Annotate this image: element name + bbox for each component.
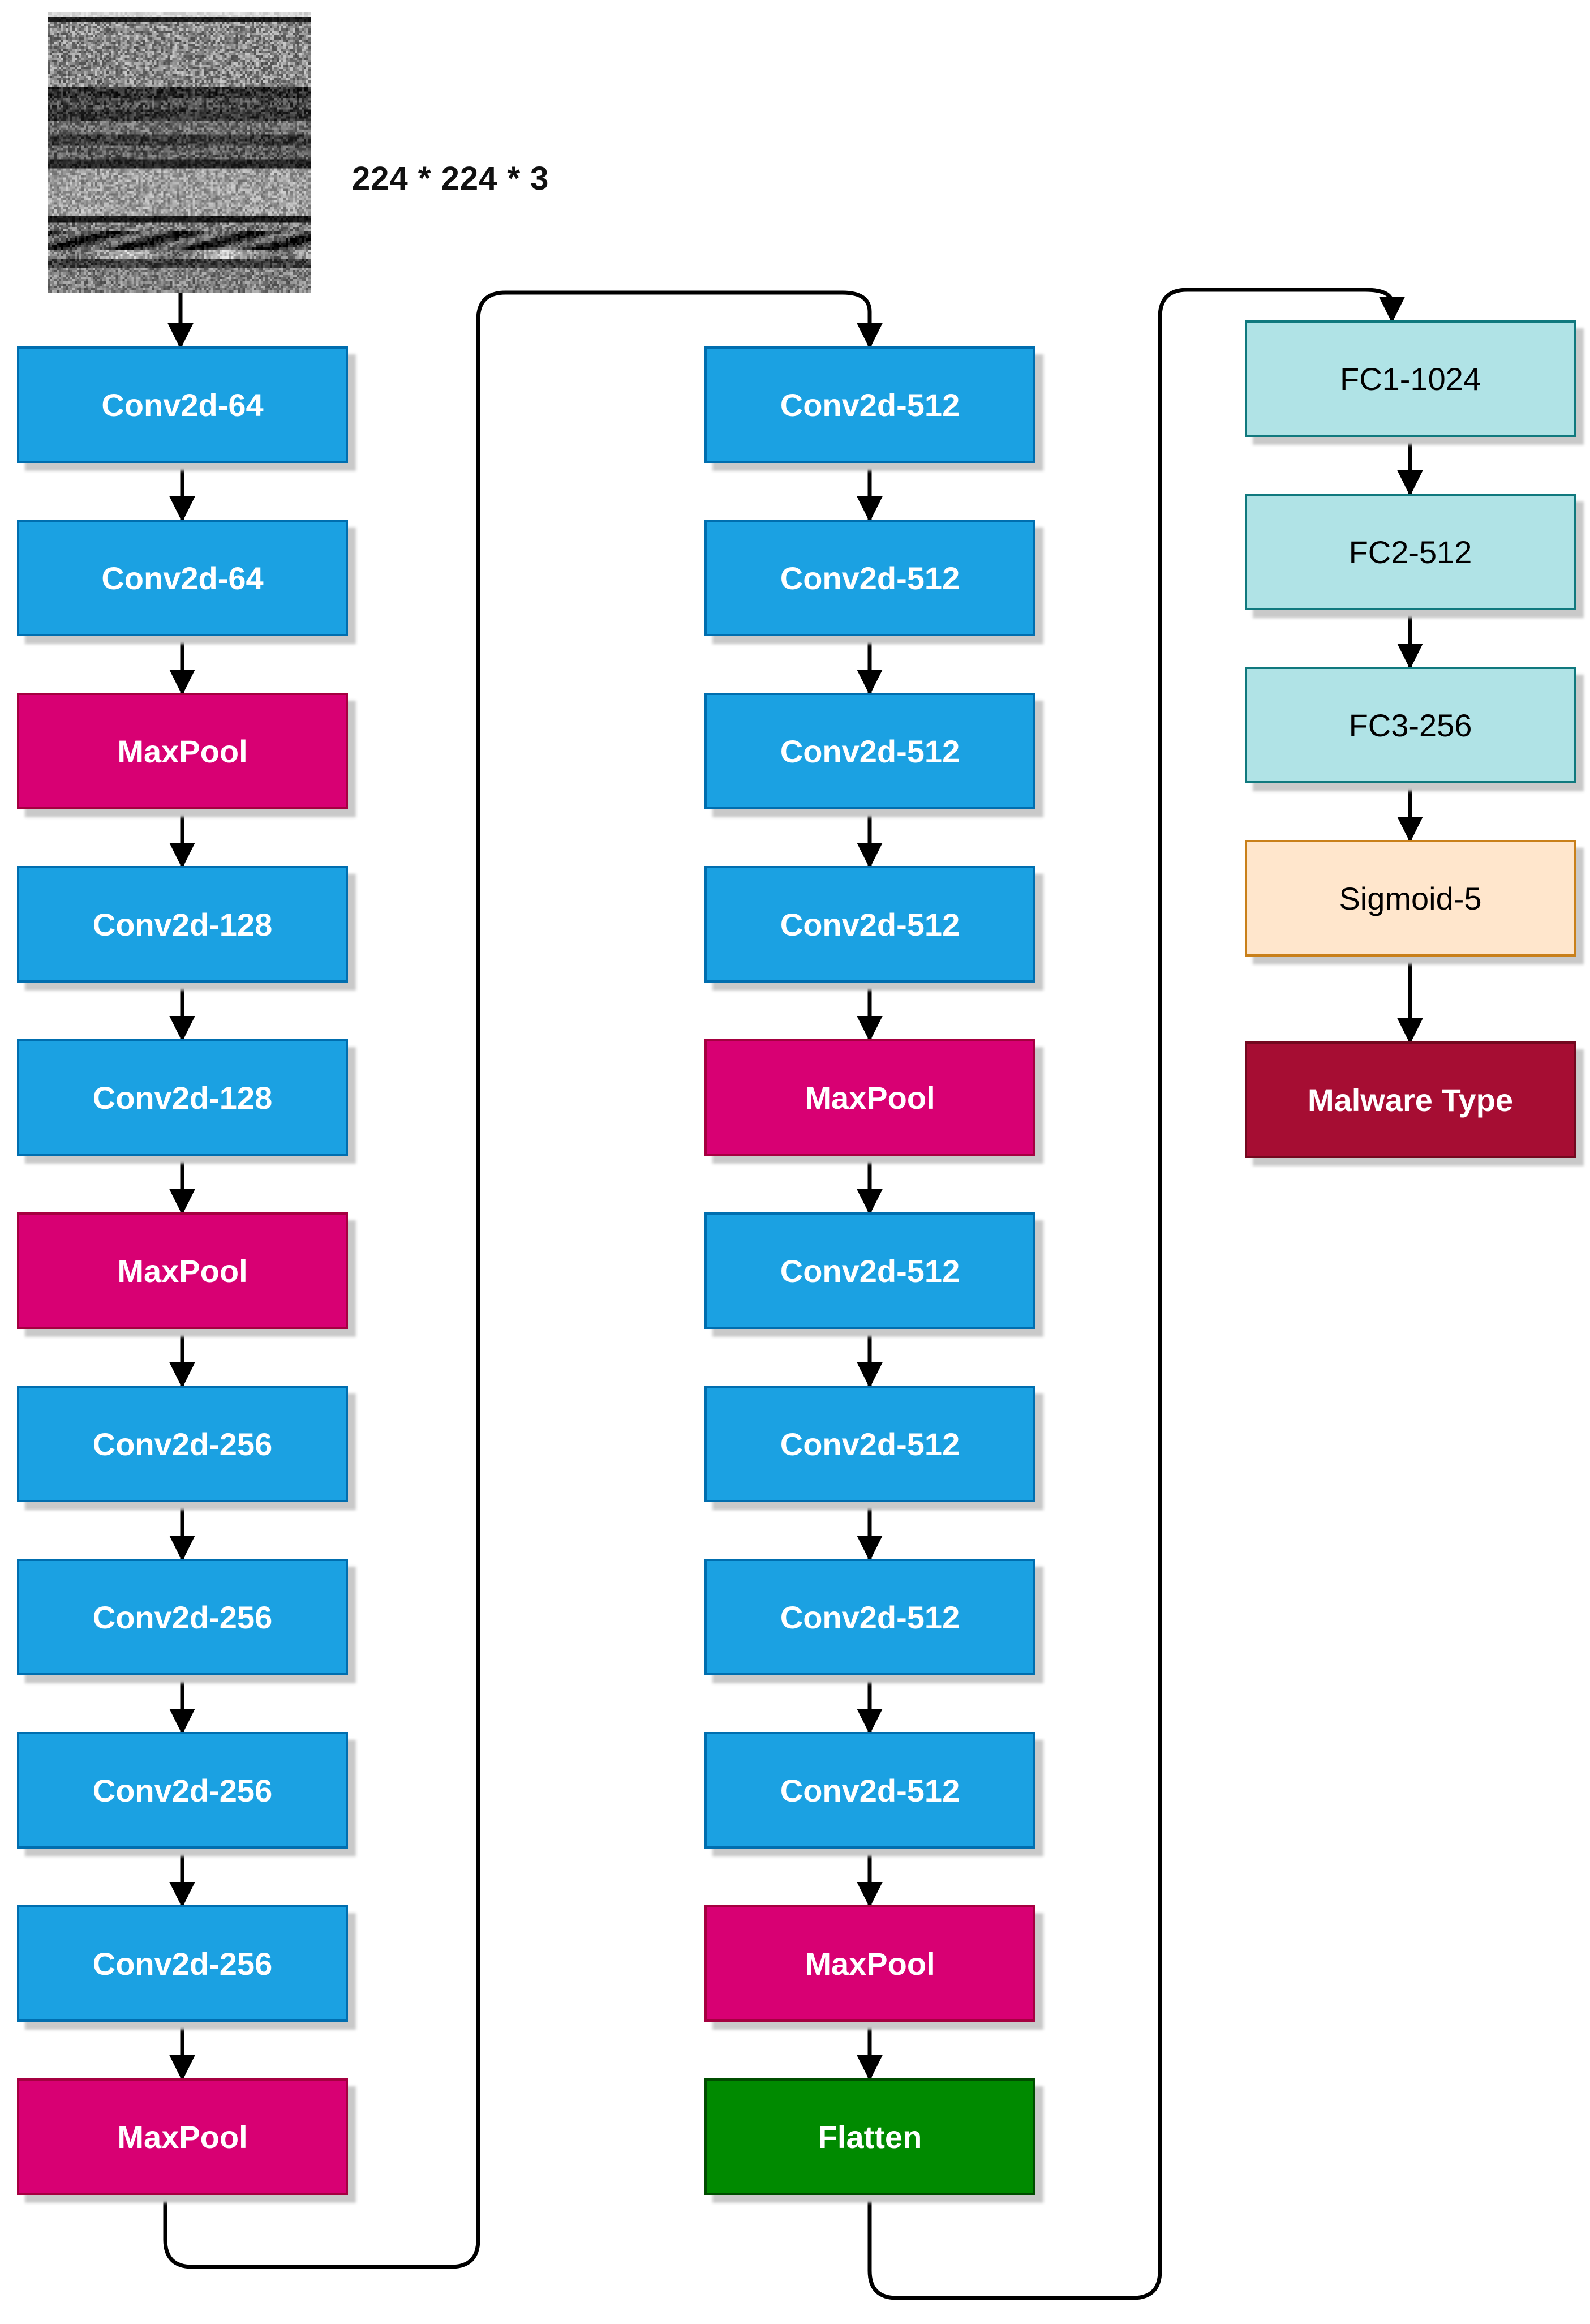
- node-conv2d-128-c1r4: Conv2d-128: [17, 866, 348, 983]
- node-conv2d-512-c2r7: Conv2d-512: [704, 1386, 1035, 1502]
- input-image: [48, 12, 311, 293]
- node-maxpool-c2r5: MaxPool: [704, 1039, 1035, 1156]
- node-sigmoid-5-c3r4: Sigmoid-5: [1245, 840, 1576, 957]
- node-label: Conv2d-256: [92, 1945, 273, 1982]
- node-maxpool-c1r11: MaxPool: [17, 2078, 348, 2195]
- node-conv2d-64-c1r2: Conv2d-64: [17, 520, 348, 636]
- node-label: Conv2d-512: [780, 733, 960, 769]
- edge-block1-to-block2: [163, 290, 883, 2269]
- node-label: Sigmoid-5: [1339, 880, 1482, 916]
- node-conv2d-512-c2r9: Conv2d-512: [704, 1732, 1035, 1849]
- node-label: Conv2d-512: [780, 387, 960, 423]
- node-label: FC1-1024: [1339, 361, 1481, 397]
- node-label: Conv2d-128: [92, 1079, 273, 1116]
- node-malware-type-c3r5: Malware Type: [1245, 1041, 1576, 1158]
- input-dimensions-label: 224 * 224 * 3: [352, 160, 549, 197]
- node-conv2d-64-c1r1: Conv2d-64: [17, 346, 348, 463]
- node-maxpool-c1r6: MaxPool: [17, 1212, 348, 1329]
- node-label: Conv2d-512: [780, 1599, 960, 1635]
- node-fc2-512-c3r2: FC2-512: [1245, 494, 1576, 610]
- node-label: FC3-256: [1348, 707, 1472, 743]
- node-maxpool-c1r3: MaxPool: [17, 693, 348, 809]
- node-label: Conv2d-64: [101, 387, 264, 423]
- node-conv2d-512-c2r6: Conv2d-512: [704, 1212, 1035, 1329]
- edge-block2-to-head: [867, 288, 1405, 2300]
- node-conv2d-128-c1r5: Conv2d-128: [17, 1039, 348, 1156]
- node-label: Conv2d-128: [92, 906, 273, 942]
- node-conv2d-512-c2r8: Conv2d-512: [704, 1559, 1035, 1675]
- node-label: MaxPool: [117, 1253, 248, 1289]
- node-label: Flatten: [818, 2119, 922, 2155]
- node-conv2d-256-c1r10: Conv2d-256: [17, 1905, 348, 2022]
- node-label: Conv2d-512: [780, 906, 960, 942]
- node-label: MaxPool: [805, 1945, 935, 1982]
- node-label: Conv2d-512: [780, 1253, 960, 1289]
- node-conv2d-512-c2r4: Conv2d-512: [704, 866, 1035, 983]
- node-label: Conv2d-64: [101, 560, 264, 596]
- node-label: Conv2d-512: [780, 560, 960, 596]
- node-fc1-1024-c3r1: FC1-1024: [1245, 320, 1576, 437]
- node-label: MaxPool: [805, 1079, 935, 1116]
- node-conv2d-256-c1r7: Conv2d-256: [17, 1386, 348, 1502]
- node-label: Conv2d-512: [780, 1772, 960, 1808]
- node-conv2d-256-c1r8: Conv2d-256: [17, 1559, 348, 1675]
- node-label: MaxPool: [117, 733, 248, 769]
- node-conv2d-512-c2r3: Conv2d-512: [704, 693, 1035, 809]
- node-label: FC2-512: [1348, 534, 1472, 570]
- node-label: MaxPool: [117, 2119, 248, 2155]
- node-conv2d-512-c2r2: Conv2d-512: [704, 520, 1035, 636]
- node-label: Malware Type: [1307, 1082, 1514, 1118]
- node-conv2d-256-c1r9: Conv2d-256: [17, 1732, 348, 1849]
- node-fc3-256-c3r3: FC3-256: [1245, 667, 1576, 783]
- node-label: Conv2d-512: [780, 1426, 960, 1462]
- node-conv2d-512-c2r1: Conv2d-512: [704, 346, 1035, 463]
- node-label: Conv2d-256: [92, 1426, 273, 1462]
- node-flatten-c2r11: Flatten: [704, 2078, 1035, 2195]
- node-label: Conv2d-256: [92, 1599, 273, 1635]
- node-label: Conv2d-256: [92, 1772, 273, 1808]
- node-maxpool-c2r10: MaxPool: [704, 1905, 1035, 2022]
